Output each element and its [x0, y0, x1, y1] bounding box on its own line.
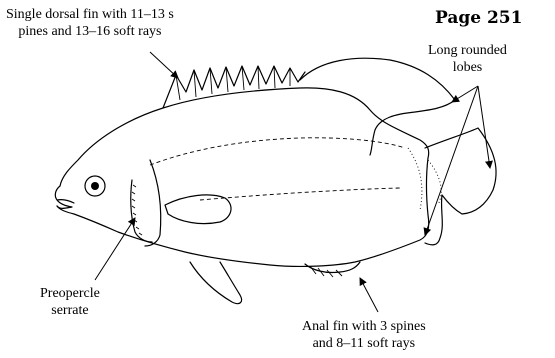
opercle [145, 160, 161, 246]
anal-spines [310, 266, 342, 277]
preopercle [131, 180, 152, 242]
mouth [55, 186, 74, 208]
fish-body [57, 88, 429, 267]
caudal-fin [425, 128, 496, 245]
pectoral-fin [165, 195, 231, 224]
lateral-line [150, 138, 405, 200]
lobe-pointer-1 [452, 86, 478, 102]
dorsal-fin-label-line1: Single dorsal fin with 11–13 s [6, 6, 174, 23]
caudal-peduncle-dots [408, 148, 422, 210]
dorsal-fin-label-line2: pines and 13–16 soft rays [6, 23, 174, 40]
lobes-label-line2: lobes [428, 59, 507, 76]
lobes-label: Long rounded lobes [428, 42, 507, 76]
preopercle-label-line2: serrate [40, 302, 100, 319]
lobe-pointer-2 [478, 86, 490, 168]
page-number: Page 251 [435, 8, 522, 28]
caudal-fin-rays [428, 160, 441, 205]
anal-fin-label-line2: and 8–11 soft rays [302, 335, 426, 352]
pelvic-fin [190, 262, 242, 304]
anal-pointer [360, 278, 378, 312]
preopercle-pointer [95, 218, 135, 280]
pupil [91, 182, 99, 190]
dorsal-pointer [150, 52, 178, 78]
anal-fin-label-line1: Anal fin with 3 spines [302, 318, 426, 335]
dorsal-fin-label: Single dorsal fin with 11–13 s pines and… [6, 6, 174, 40]
lobes-label-line1: Long rounded [428, 42, 507, 59]
preopercle-label-line1: Preopercle [40, 285, 100, 302]
anal-fin-label: Anal fin with 3 spines and 8–11 soft ray… [302, 318, 426, 352]
preopercle-label: Preopercle serrate [40, 285, 100, 319]
